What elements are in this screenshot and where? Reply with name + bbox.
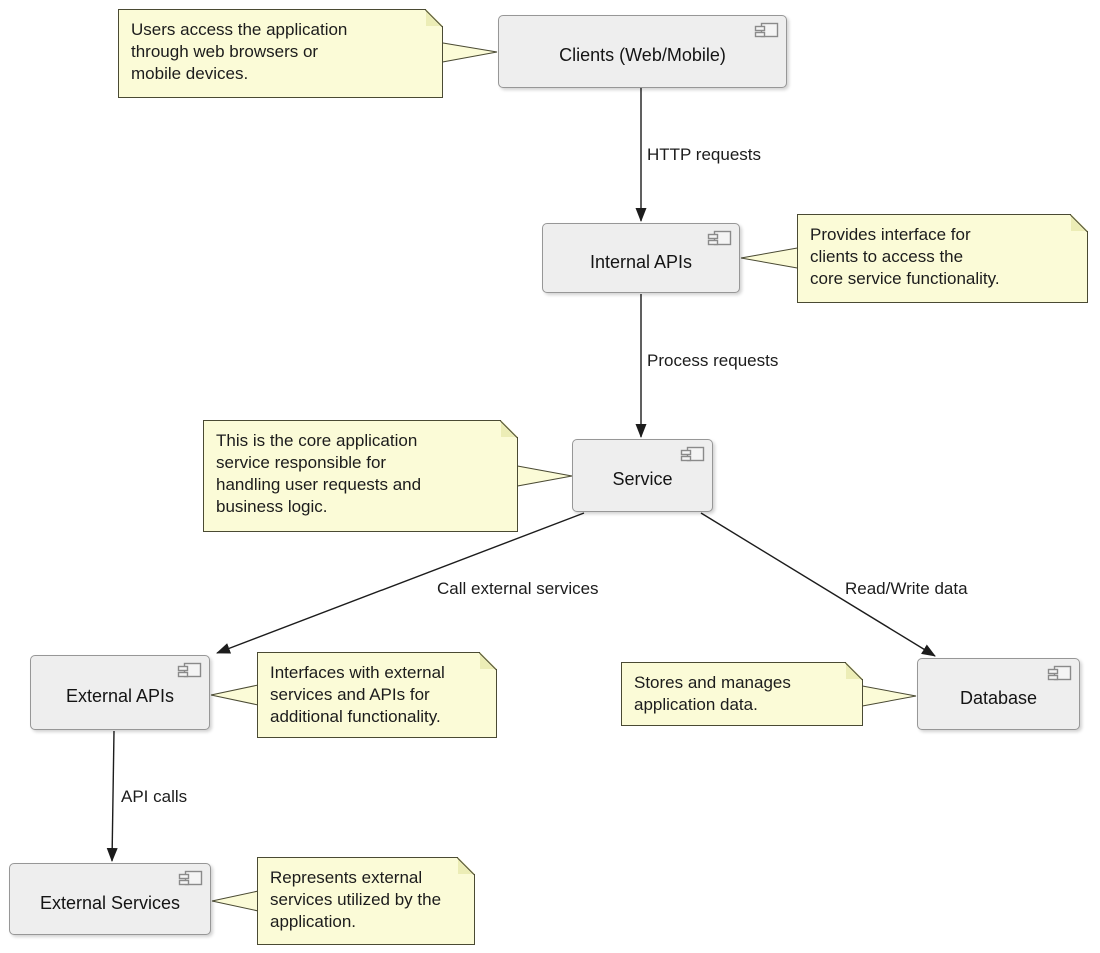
component-label: External Services (39, 892, 181, 913)
note-text: Stores and manages application data. (634, 673, 791, 714)
arrow-external-apis-to-external-services (106, 730, 118, 862)
arrow-service-to-external-apis (216, 512, 585, 654)
edge-label-http-requests: HTTP requests (647, 145, 762, 164)
component-icon (1047, 665, 1072, 681)
component-label: Internal APIs (589, 251, 693, 272)
component-icon (754, 22, 779, 38)
note-database: Stores and manages application data. (621, 662, 863, 726)
edge-label-process-requests: Process requests (647, 351, 779, 370)
note-external-apis: Interfaces with external services and AP… (257, 652, 497, 738)
component-label: Clients (Web/Mobile) (559, 45, 726, 65)
note-text: Interfaces with external services and AP… (270, 663, 445, 726)
component-clients: Clients (Web/Mobile) (498, 15, 787, 88)
note-tail-external-services (211, 889, 264, 913)
component-label: Service (612, 469, 673, 489)
component-internal-apis: Internal APIs (542, 223, 740, 293)
note-tail-service (511, 464, 573, 488)
edge-label-read-write-data: Read/Write data (845, 579, 968, 598)
component-icon (178, 870, 203, 886)
component-external-services: External Services (9, 863, 211, 935)
note-tail-internal-apis (740, 246, 804, 270)
edge-label-call-external-services: Call external services (437, 579, 599, 598)
component-icon (707, 230, 732, 246)
note-text: This is the core application service res… (216, 431, 422, 516)
component-icon (177, 662, 202, 678)
note-service: This is the core application service res… (203, 420, 518, 532)
note-tail-clients (436, 41, 498, 64)
note-text: Provides interface for clients to access… (810, 225, 1000, 288)
component-external-apis: External APIs (30, 655, 210, 730)
component-icon (680, 446, 705, 462)
edge-label-api-calls: API calls (121, 787, 188, 806)
note-internal-apis: Provides interface for clients to access… (797, 214, 1088, 303)
note-text: Represents external services utilized by… (270, 868, 442, 931)
note-tail-database (856, 684, 917, 708)
component-service: Service (572, 439, 713, 512)
note-text: Users access the application through web… (131, 20, 348, 83)
component-label: Database (959, 687, 1038, 708)
note-tail-external-apis (210, 683, 264, 707)
note-external-services: Represents external services utilized by… (257, 857, 475, 945)
component-database: Database (917, 658, 1080, 730)
note-clients: Users access the application through web… (118, 9, 443, 98)
arrow-service-to-database (700, 512, 936, 657)
component-label: External APIs (65, 686, 175, 706)
